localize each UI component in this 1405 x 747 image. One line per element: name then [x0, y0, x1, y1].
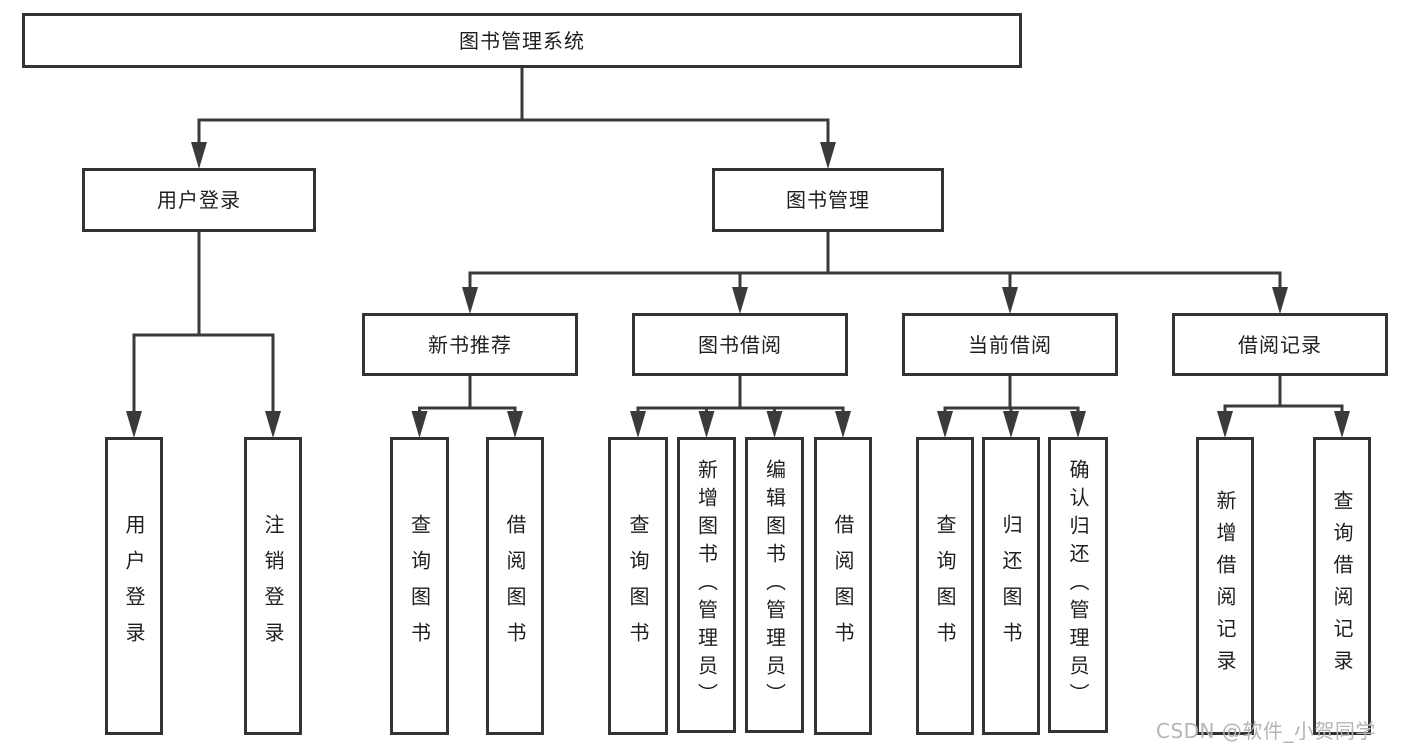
- node-label: 注销登录: [261, 514, 285, 658]
- node-label: 归还图书: [999, 514, 1023, 658]
- node-borrow-records: 借阅记录: [1172, 313, 1388, 376]
- node-label: 新增借阅记录: [1213, 490, 1237, 682]
- node-book-borrow: 图书借阅: [632, 313, 848, 376]
- node-label: 查询图书: [933, 514, 957, 658]
- node-leaf-query-book-2: 查询图书: [608, 437, 668, 735]
- node-leaf-add-record: 新增借阅记录: [1196, 437, 1254, 735]
- node-leaf-return-book: 归还图书: [982, 437, 1040, 735]
- node-leaf-add-book: 新增图书（管理员）: [677, 437, 736, 733]
- node-label: 确认归还（管理员）: [1066, 459, 1090, 711]
- node-label: 图书管理系统: [459, 28, 585, 53]
- node-label: 新书推荐: [428, 332, 512, 357]
- node-label: 图书借阅: [698, 332, 782, 357]
- node-book-mgmt: 图书管理: [712, 168, 944, 232]
- node-leaf-query-record: 查询借阅记录: [1313, 437, 1371, 735]
- node-label: 图书管理: [786, 188, 870, 212]
- node-label: 借阅图书: [831, 514, 855, 658]
- node-leaf-user-login: 用户登录: [105, 437, 163, 735]
- node-label: 编辑图书（管理员）: [762, 459, 787, 711]
- node-leaf-confirm-return: 确认归还（管理员）: [1048, 437, 1108, 733]
- node-leaf-query-book-3: 查询图书: [916, 437, 974, 735]
- node-current-borrow: 当前借阅: [902, 313, 1118, 376]
- node-new-books: 新书推荐: [362, 313, 578, 376]
- node-leaf-query-book-1: 查询图书: [390, 437, 449, 735]
- node-root: 图书管理系统: [22, 13, 1022, 68]
- node-label: 用户登录: [122, 514, 146, 658]
- node-leaf-logout: 注销登录: [244, 437, 302, 735]
- node-label: 查询图书: [626, 514, 650, 658]
- node-label: 查询借阅记录: [1330, 490, 1354, 682]
- node-label: 借阅图书: [503, 514, 527, 658]
- node-leaf-borrow-book-2: 借阅图书: [814, 437, 872, 735]
- node-label: 当前借阅: [968, 332, 1052, 357]
- node-leaf-borrow-book-1: 借阅图书: [486, 437, 544, 735]
- node-label: 用户登录: [157, 188, 241, 212]
- node-user-login: 用户登录: [82, 168, 316, 232]
- node-label: 借阅记录: [1238, 332, 1322, 357]
- node-label: 新增图书（管理员）: [694, 459, 719, 711]
- watermark-text: CSDN @软件_小贺同学: [1156, 719, 1376, 743]
- node-leaf-edit-book: 编辑图书（管理员）: [745, 437, 804, 733]
- node-label: 查询图书: [407, 514, 432, 658]
